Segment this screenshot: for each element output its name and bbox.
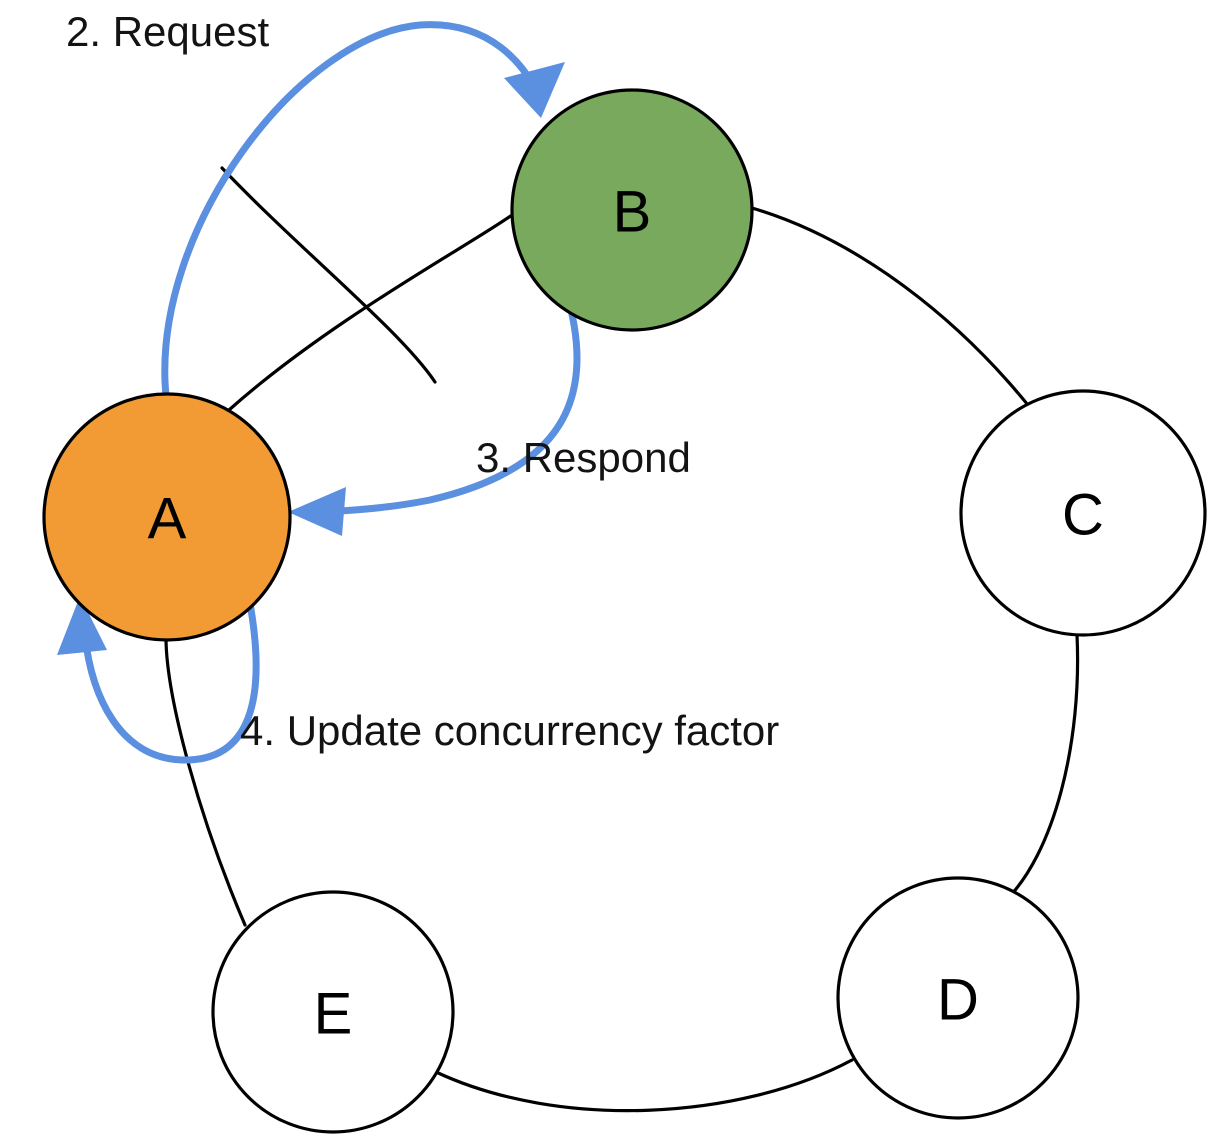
node-e-label: E — [314, 982, 353, 1047]
flow-arrow-request-head — [504, 62, 565, 118]
node-d-circle — [836, 876, 1080, 1120]
step-label-respond: 3. Respond — [476, 434, 691, 481]
node-a[interactable] — [42, 392, 292, 642]
ring-edge-e-a — [164, 638, 247, 927]
flow-arrow-respond-head — [288, 487, 346, 536]
ring-edge-b-c — [750, 206, 1034, 412]
node-d[interactable] — [836, 876, 1080, 1120]
ring-edge-c-d — [1001, 633, 1080, 905]
node-e-circle — [211, 890, 455, 1134]
node-group: A B C D E — [42, 88, 1207, 1134]
node-b[interactable] — [510, 88, 754, 332]
flow-arrow-request-path — [161, 21, 544, 400]
step-label-request: 2. Request — [66, 8, 269, 55]
step-label-group: 2. Request 3. Respond 4. Update concurre… — [66, 8, 779, 754]
flow-arrow-update-concurrency[interactable] — [57, 594, 260, 764]
flow-arrow-update-concurrency-path — [80, 594, 260, 764]
flow-edge-group — [57, 21, 581, 764]
node-d-label: D — [937, 968, 979, 1033]
ring-edge-stub-b-a — [220, 166, 437, 384]
flow-arrow-update-concurrency-head — [57, 596, 107, 655]
step-label-update-concurrency: 4. Update concurrency factor — [240, 707, 779, 754]
ring-edge-d-e — [434, 1058, 854, 1113]
node-a-circle — [42, 392, 292, 642]
node-c[interactable] — [959, 389, 1207, 637]
node-c-circle — [959, 389, 1207, 637]
flow-arrow-respond-path — [298, 284, 581, 516]
ring-edge-a-b — [227, 213, 514, 412]
node-b-label: B — [613, 180, 652, 245]
flow-arrow-respond[interactable] — [288, 284, 581, 536]
node-a-label: A — [148, 487, 187, 552]
flow-arrow-request[interactable] — [161, 21, 565, 400]
node-e[interactable] — [211, 890, 455, 1134]
node-b-circle — [510, 88, 754, 332]
node-c-label: C — [1062, 483, 1104, 548]
ring-edge-group — [164, 166, 1080, 1113]
